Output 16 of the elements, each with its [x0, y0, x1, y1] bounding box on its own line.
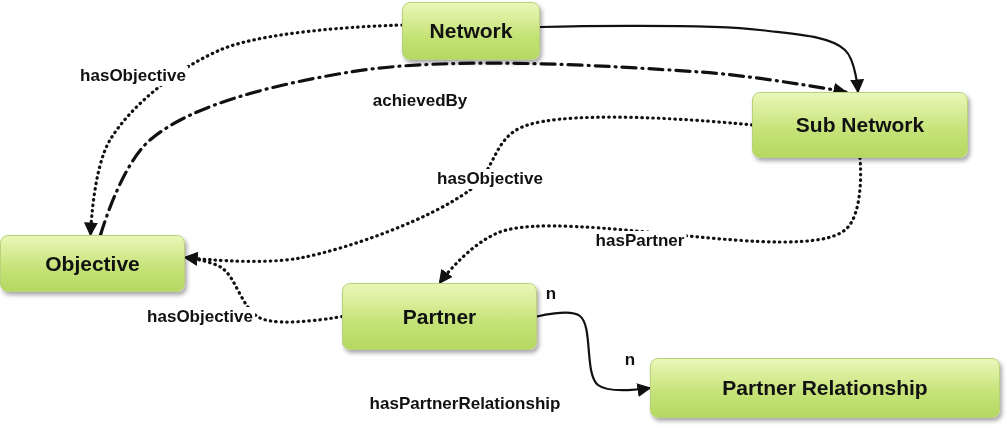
edge-label: hasPartnerRelationship: [367, 394, 563, 414]
class-box: Network: [402, 2, 540, 60]
arrow: [539, 24, 865, 94]
edge-label: achievedBy: [370, 91, 470, 111]
arrow: [536, 311, 652, 397]
edge-label: hasObjective: [145, 307, 255, 327]
class-box: Sub Network: [752, 92, 968, 158]
dash-dot-arrow: [98, 61, 848, 237]
edge-label: hasObjective: [435, 169, 545, 189]
class-box: Partner: [342, 283, 537, 350]
dotted-arrow: [437, 156, 863, 285]
edge-label: hasObjective: [78, 66, 188, 86]
dotted-arrow: [183, 252, 344, 324]
class-box: Partner Relationship: [650, 358, 1000, 418]
dotted-arrow: [84, 23, 404, 237]
class-box: Objective: [0, 235, 185, 292]
